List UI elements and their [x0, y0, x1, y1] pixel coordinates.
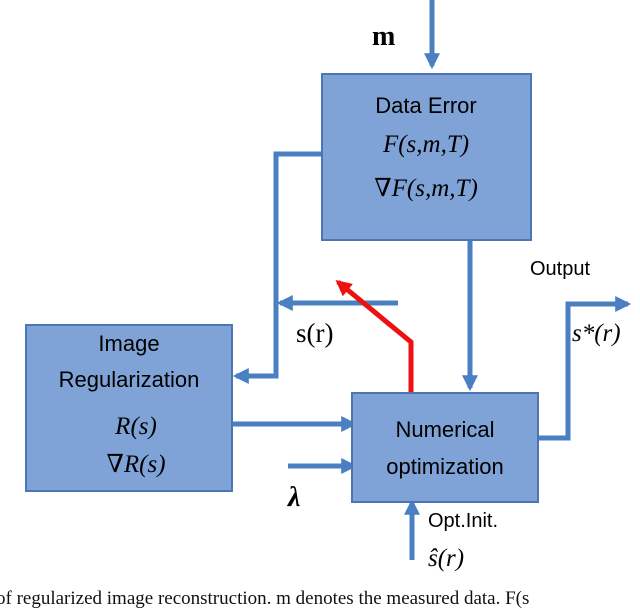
- regularization-gradient-formula: ∇R(s): [106, 451, 165, 478]
- regularization-formula: R(s): [114, 413, 157, 440]
- output-title: Output: [530, 258, 590, 280]
- initialization-title: Opt.Init.: [428, 510, 498, 532]
- update-arrow: [335, 279, 414, 393]
- figure-caption: of regularized image reconstruction. m d…: [0, 588, 530, 608]
- data-error-box: Data Error F(s,m,T) ∇F(s,m,T): [321, 73, 532, 241]
- lambda-label: λ: [287, 482, 300, 513]
- data-error-formula: F(s,m,T): [382, 131, 469, 158]
- diagram: Data Error F(s,m,T) ∇F(s,m,T) Image Regu…: [25, 0, 632, 572]
- regularization-title-line1: Image: [98, 331, 159, 356]
- measured-data-label: m: [372, 21, 395, 52]
- regularization-title-line2: Regularization: [59, 367, 200, 392]
- numerical-optimization-box: Numerical optimization: [351, 392, 539, 503]
- optimization-line1: Numerical: [395, 417, 494, 442]
- data-error-gradient-formula: ∇F(s,m,T): [374, 175, 478, 202]
- initialization-value: ŝ(r): [428, 545, 464, 572]
- feedback-to-regularization-arrow: [232, 151, 326, 385]
- image-regularization-box: Image Regularization R(s) ∇R(s): [25, 324, 233, 492]
- data-error-title: Data Error: [375, 93, 476, 118]
- optimization-line2: optimization: [386, 454, 503, 479]
- caption-area: of regularized image reconstruction. m d…: [0, 586, 640, 608]
- arrows: [232, 0, 632, 560]
- output-value: s*(r): [572, 320, 621, 347]
- output-arrow: [538, 295, 632, 441]
- estimate-label: s(r): [296, 318, 333, 348]
